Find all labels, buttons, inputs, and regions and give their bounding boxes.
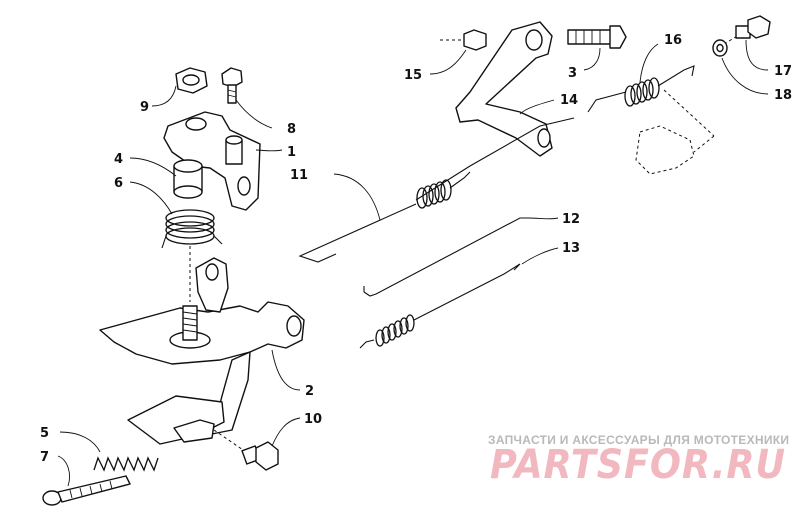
part-6-torsion-spring: [161, 209, 223, 249]
callout-11: 11: [290, 168, 308, 183]
part-13-rod-spring: [359, 263, 521, 349]
callout-4: 4: [114, 152, 123, 167]
part-9-nut: [175, 67, 208, 94]
callout-16: 16: [664, 33, 682, 48]
watermark-tagline: ЗАПЧАСТИ И АКСЕССУАРЫ ДЛЯ МОТОТЕХНИКИ: [488, 433, 789, 447]
part-7-bolt: [42, 475, 131, 506]
callout-12: 12: [562, 212, 580, 227]
part-1-bracket: [163, 111, 261, 211]
part-11-cable: [298, 117, 575, 263]
part-4-spacer: [173, 159, 203, 199]
leader-lines: [57, 39, 769, 487]
part-17-bolt: [723, 15, 771, 45]
callout-17: 17: [774, 64, 792, 79]
part-3-bolt: [567, 25, 627, 49]
callout-2: 2: [305, 384, 314, 399]
part-14-lever: [455, 21, 553, 157]
watermark-brand: PARTSFOR.RU: [490, 442, 786, 488]
watermark: ЗАПЧАСТИ И АКСЕССУАРЫ ДЛЯ МОТОТЕХНИКИ PA…: [488, 433, 789, 488]
part-5-spring: [93, 456, 159, 472]
part-12-rod: [363, 217, 528, 297]
callout-18: 18: [774, 88, 792, 103]
callout-15: 15: [404, 68, 422, 83]
callout-13: 13: [562, 241, 580, 256]
part-2-main-plate: [99, 257, 305, 445]
part-8-bolt: [221, 67, 243, 104]
callout-5: 5: [40, 426, 49, 441]
callout-10: 10: [304, 412, 322, 427]
callout-3: 3: [568, 66, 577, 81]
callout-8: 8: [287, 122, 296, 137]
part-15-nut: [440, 29, 487, 51]
callout-14: 14: [560, 93, 578, 108]
part-16-spring: [587, 65, 695, 113]
part-18-washer: [712, 39, 728, 57]
callout-1: 1: [287, 145, 296, 160]
housing-outline: [635, 89, 715, 175]
callouts: 9 8 4 1 6 11 2 10 5 7 15 3 14 16 17 18 1…: [40, 33, 792, 465]
callout-7: 7: [40, 450, 49, 465]
part-10-bolt: [213, 429, 279, 471]
callout-6: 6: [114, 176, 123, 191]
callout-9: 9: [140, 100, 149, 115]
